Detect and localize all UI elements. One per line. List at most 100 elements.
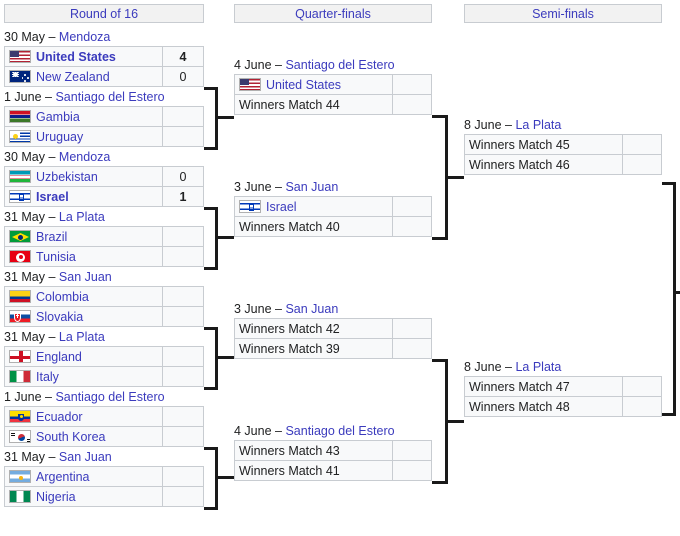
team-name-cell[interactable]: Winners Match 40 bbox=[234, 216, 393, 237]
match-row[interactable]: New Zealand 0 bbox=[4, 66, 204, 87]
score-cell: 1 bbox=[162, 186, 204, 207]
score-cell bbox=[392, 74, 432, 95]
score-cell bbox=[622, 376, 662, 397]
team-name-cell[interactable]: New Zealand bbox=[4, 66, 163, 87]
team-name-cell[interactable]: Ecuador bbox=[4, 406, 163, 427]
match-venue[interactable]: San Juan bbox=[285, 302, 339, 316]
match-venue[interactable]: La Plata bbox=[515, 360, 562, 374]
match-row[interactable]: Winners Match 41 bbox=[234, 460, 432, 481]
score-cell bbox=[162, 466, 204, 487]
match-row[interactable]: Slovakia bbox=[4, 306, 204, 327]
match-venue[interactable]: San Juan bbox=[58, 270, 112, 284]
match-date: 30 May bbox=[4, 150, 45, 164]
connector-r16-m7-m8-top-arm bbox=[204, 447, 218, 450]
match-venue[interactable]: Santiago del Estero bbox=[55, 90, 165, 104]
match-venue[interactable]: San Juan bbox=[285, 180, 339, 194]
match-row[interactable]: Winners Match 42 bbox=[234, 318, 432, 339]
match-row[interactable]: Winners Match 48 bbox=[464, 396, 662, 417]
match-venue[interactable]: Santiago del Estero bbox=[285, 58, 395, 72]
team-name-cell[interactable]: South Korea bbox=[4, 426, 163, 447]
score-value: 4 bbox=[179, 49, 187, 64]
score-cell bbox=[162, 306, 204, 327]
match-row[interactable]: Colombia bbox=[4, 286, 204, 307]
flag-icon-en bbox=[9, 350, 31, 363]
round-header-round-of-16: Round of 16 bbox=[4, 4, 204, 23]
match-date-venue: 31 May – La Plata bbox=[4, 330, 105, 344]
match-date: 30 May bbox=[4, 30, 45, 44]
connector-r16-m1-m2-out-arm bbox=[215, 116, 234, 119]
match-row[interactable]: Gambia bbox=[4, 106, 204, 127]
team-name-cell[interactable]: England bbox=[4, 346, 163, 367]
match-venue[interactable]: La Plata bbox=[58, 330, 105, 344]
match-venue[interactable]: Santiago del Estero bbox=[285, 424, 395, 438]
flag-icon-tn bbox=[9, 250, 31, 263]
team-name-cell[interactable]: Winners Match 47 bbox=[464, 376, 623, 397]
team-name-cell[interactable]: Israel bbox=[234, 196, 393, 217]
match-row[interactable]: Ecuador bbox=[4, 406, 204, 427]
team-name-cell[interactable]: Winners Match 41 bbox=[234, 460, 393, 481]
flag-icon-ng bbox=[9, 490, 31, 503]
team-name-cell[interactable]: Uzbekistan bbox=[4, 166, 163, 187]
team-name-cell[interactable]: Winners Match 39 bbox=[234, 338, 393, 359]
match-venue[interactable]: La Plata bbox=[58, 210, 105, 224]
match-row[interactable]: Israel 1 bbox=[4, 186, 204, 207]
match-date: 4 June bbox=[234, 424, 272, 438]
score-cell bbox=[162, 126, 204, 147]
team-name-cell[interactable]: United States bbox=[234, 74, 393, 95]
match-row[interactable]: Winners Match 45 bbox=[464, 134, 662, 155]
match-venue[interactable]: Mendoza bbox=[58, 150, 111, 164]
match-row[interactable]: Tunisia bbox=[4, 246, 204, 267]
team-name-cell[interactable]: Winners Match 43 bbox=[234, 440, 393, 461]
team-name-cell[interactable]: Winners Match 48 bbox=[464, 396, 623, 417]
match-row[interactable]: Israel bbox=[234, 196, 432, 217]
team-name-cell[interactable]: Winners Match 42 bbox=[234, 318, 393, 339]
connector-qf-m3-m4-top-arm bbox=[432, 359, 448, 362]
team-name-cell[interactable]: Israel bbox=[4, 186, 163, 207]
team-name-cell[interactable]: Uruguay bbox=[4, 126, 163, 147]
match-row[interactable]: Italy bbox=[4, 366, 204, 387]
match-row[interactable]: Winners Match 43 bbox=[234, 440, 432, 461]
team-name-cell[interactable]: Winners Match 46 bbox=[464, 154, 623, 175]
team-name-cell[interactable]: Tunisia bbox=[4, 246, 163, 267]
match-row[interactable]: Nigeria bbox=[4, 486, 204, 507]
match-row[interactable]: South Korea bbox=[4, 426, 204, 447]
match-row[interactable]: United States bbox=[234, 74, 432, 95]
match-date-venue: 8 June – La Plata bbox=[464, 360, 561, 374]
score-value: 1 bbox=[179, 189, 187, 204]
match-row[interactable]: Winners Match 46 bbox=[464, 154, 662, 175]
team-name-cell[interactable]: Italy bbox=[4, 366, 163, 387]
connector-qf-m1-m2-out-arm bbox=[445, 176, 464, 179]
team-name-cell[interactable]: Colombia bbox=[4, 286, 163, 307]
team-name-cell[interactable]: Nigeria bbox=[4, 486, 163, 507]
match-row[interactable]: Winners Match 40 bbox=[234, 216, 432, 237]
match-row[interactable]: Argentina bbox=[4, 466, 204, 487]
match-venue[interactable]: Santiago del Estero bbox=[55, 390, 165, 404]
team-name-cell[interactable]: Gambia bbox=[4, 106, 163, 127]
flag-icon-il bbox=[9, 190, 31, 203]
team-label: Uruguay bbox=[36, 129, 84, 144]
score-value: 0 bbox=[179, 69, 187, 84]
team-name-cell[interactable]: Winners Match 45 bbox=[464, 134, 623, 155]
match-row[interactable]: United States 4 bbox=[4, 46, 204, 67]
team-label: Uzbekistan bbox=[36, 169, 98, 184]
match-row[interactable]: Uruguay bbox=[4, 126, 204, 147]
match-row[interactable]: Winners Match 39 bbox=[234, 338, 432, 359]
team-name-cell[interactable]: Slovakia bbox=[4, 306, 163, 327]
score-cell bbox=[162, 486, 204, 507]
score-cell bbox=[162, 346, 204, 367]
match-venue[interactable]: La Plata bbox=[515, 118, 562, 132]
flag-icon-uy bbox=[9, 130, 31, 143]
match-row[interactable]: Brazil bbox=[4, 226, 204, 247]
team-name-cell[interactable]: Brazil bbox=[4, 226, 163, 247]
match-row[interactable]: England bbox=[4, 346, 204, 367]
match-venue[interactable]: San Juan bbox=[58, 450, 112, 464]
match-venue[interactable]: Mendoza bbox=[58, 30, 111, 44]
match-row[interactable]: Winners Match 44 bbox=[234, 94, 432, 115]
match-date: 3 June bbox=[234, 302, 272, 316]
team-name-cell[interactable]: United States bbox=[4, 46, 163, 67]
score-cell: 4 bbox=[162, 46, 204, 67]
team-name-cell[interactable]: Argentina bbox=[4, 466, 163, 487]
team-name-cell[interactable]: Winners Match 44 bbox=[234, 94, 393, 115]
match-row[interactable]: Winners Match 47 bbox=[464, 376, 662, 397]
